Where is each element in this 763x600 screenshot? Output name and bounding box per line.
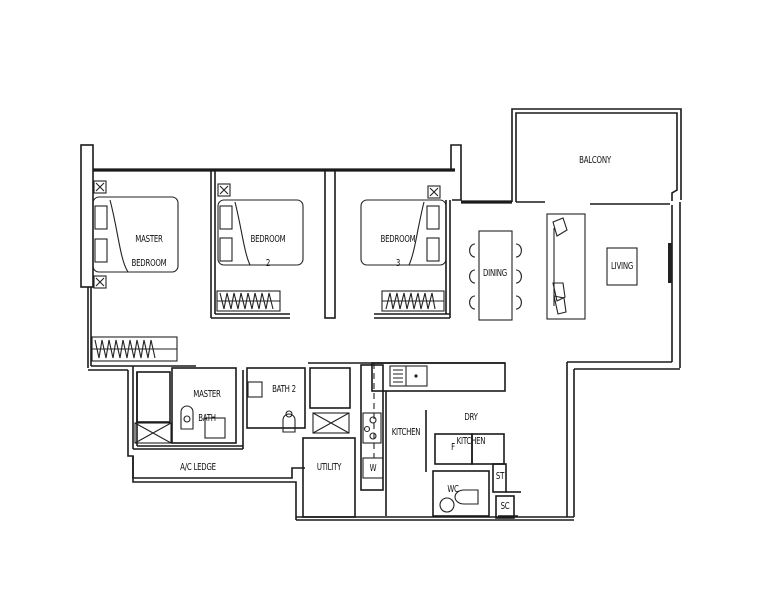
wardrobes (91, 290, 445, 362)
fridge-label: F (451, 442, 455, 453)
exterior-walls (80, 108, 682, 521)
room-label-bedroom-2: BEDROOM 2 (243, 222, 289, 270)
room-label-living: LIVING (610, 261, 634, 272)
room-label-master-bath: MASTER BATH (185, 377, 226, 425)
room-label-balcony: BALCONY (579, 155, 611, 166)
bedroom2-line1: BEDROOM (250, 234, 286, 245)
dry-kitchen-line1: DRY (464, 412, 478, 423)
service-walls (127, 366, 356, 520)
room-label-ac-ledge: A/C LEDGE (180, 462, 216, 473)
bedroom3-line2: 3 (395, 258, 401, 269)
room-label-bedroom-3: BEDROOM 3 (373, 222, 419, 270)
room-label-master-bedroom: MASTER BEDROOM (122, 222, 171, 270)
kitchen-walls (308, 362, 521, 519)
dining-living-furniture (469, 213, 638, 321)
room-label-kitchen: KITCHEN (391, 427, 421, 438)
bedroom2-line2: 2 (265, 258, 271, 269)
washer-label: W (369, 463, 377, 474)
service-closet-label: SC (500, 501, 510, 512)
master-bath-line1: MASTER (193, 389, 221, 400)
master-bedroom-line1: MASTER (135, 234, 163, 245)
room-label-wc: WC (447, 484, 459, 495)
store-label: ST (495, 471, 505, 482)
bedroom3-line1: BEDROOM (380, 234, 416, 245)
master-bath-line2: BATH (198, 413, 216, 424)
master-bedroom-line2: BEDROOM (131, 258, 167, 269)
dry-kitchen-line2: KITCHEN (456, 436, 486, 447)
room-label-dry-kitchen: DRY KITCHEN (447, 400, 491, 448)
room-label-dining: DINING (483, 268, 507, 279)
room-label-utility: UTILITY (316, 462, 342, 473)
beds (92, 180, 447, 289)
room-label-bath-2: BATH 2 (272, 384, 296, 395)
